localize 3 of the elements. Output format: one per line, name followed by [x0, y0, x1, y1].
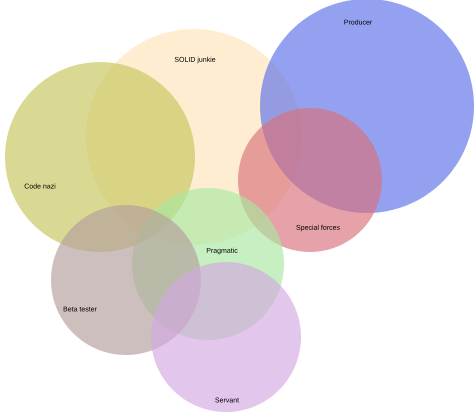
- venn-circle: [51, 205, 201, 355]
- venn-circle: [238, 108, 382, 252]
- venn-circle: [151, 262, 301, 412]
